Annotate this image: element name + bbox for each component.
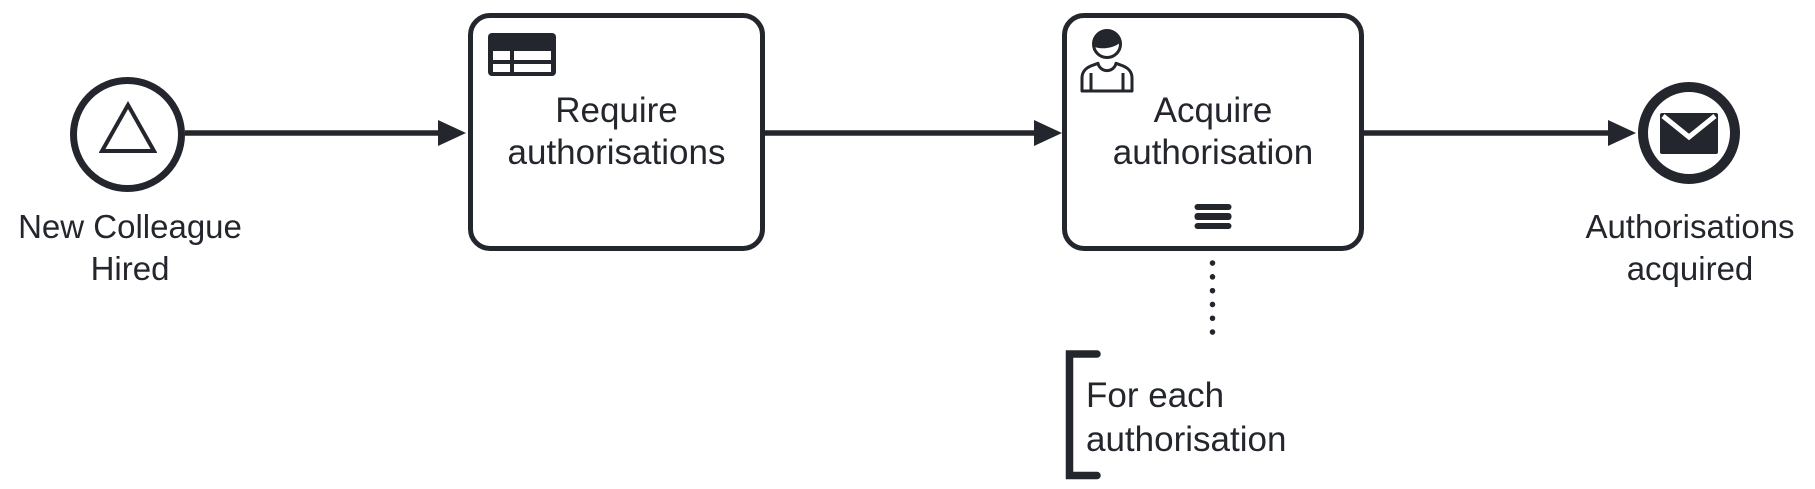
sequence-flow-1[interactable] [185, 120, 466, 146]
start-event-signal[interactable] [70, 77, 185, 192]
start-event-label: New Colleague Hired [18, 208, 242, 287]
task-require-authorisations[interactable]: Require authorisations [468, 13, 765, 251]
user-icon [1080, 29, 1134, 93]
text-annotation[interactable]: For each authorisation [1086, 376, 1287, 459]
signal-triangle-icon [98, 100, 157, 153]
task-acquire-authorisation[interactable]: Acquire authorisation [1062, 13, 1364, 251]
task-label: Require authorisations [507, 91, 726, 172]
end-event-label: Authorisations acquired [1585, 208, 1795, 287]
message-envelope-icon [1660, 112, 1718, 154]
end-event-message[interactable] [1638, 82, 1740, 184]
sequential-multi-instance-marker [1194, 203, 1232, 229]
business-rule-table-icon [488, 33, 556, 76]
sequence-flow-2[interactable] [765, 120, 1062, 146]
sequence-flow-3[interactable] [1364, 120, 1636, 146]
task-label: Acquire authorisation [1112, 91, 1314, 172]
